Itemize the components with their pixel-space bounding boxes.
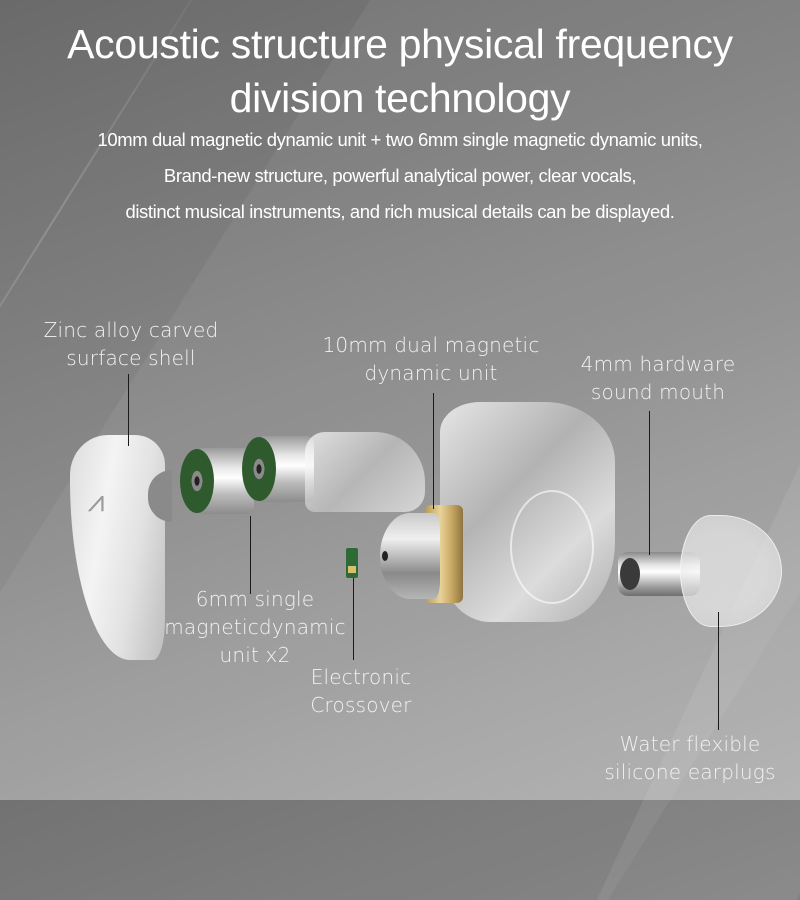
leader-eartips: [718, 612, 719, 730]
callout-eartips-line-1: Water flexible: [619, 732, 761, 756]
callout-dual-driver-line-2: dynamic unit: [364, 361, 498, 385]
description-line-1: 10mm dual magnetic dynamic unit + two 6m…: [97, 129, 703, 150]
callout-sound-mouth-line-1: 4mm hardware: [580, 352, 736, 376]
callout-single-driver-line-3: unit x2: [219, 643, 291, 667]
callout-eartips-line-2: silicone earplugs: [604, 760, 776, 784]
callout-crossover: Electronic Crossover: [296, 663, 426, 719]
callout-crossover-line-1: Electronic: [310, 665, 412, 689]
callout-shell: Zinc alloy carved surface shell: [36, 316, 226, 372]
callout-dual-driver: 10mm dual magnetic dynamic unit: [306, 331, 556, 387]
description-line-2: Brand-new structure, powerful analytical…: [163, 165, 637, 186]
callout-single-driver-line-1: 6mm single: [195, 587, 315, 611]
callout-single-driver: 6mm single magneticdynamic unit x2: [150, 585, 360, 669]
brand-logo-icon: ⩘: [87, 484, 105, 519]
dual-magnetic-driver-cone: [380, 513, 440, 599]
crossover-pcb: [346, 548, 358, 578]
driver-vent-hole: [382, 551, 388, 561]
callout-crossover-line-2: Crossover: [310, 693, 412, 717]
small-driver-1-face: [180, 449, 214, 513]
leader-sound-mouth: [649, 411, 650, 555]
crossover-chip: [348, 566, 356, 573]
callout-sound-mouth-line-2: sound mouth: [590, 380, 726, 404]
headline-line-1: Acoustic structure physical frequency: [67, 21, 733, 67]
translucent-inner-cavity: [305, 432, 425, 512]
sound-nozzle-bore: [620, 558, 640, 590]
callout-shell-line-1: Zinc alloy carved: [43, 318, 219, 342]
leader-dual-driver: [433, 393, 434, 509]
callout-sound-mouth: 4mm hardware sound mouth: [568, 350, 748, 406]
leader-shell: [128, 374, 129, 446]
small-driver-2-face: [242, 437, 276, 501]
callout-single-driver-line-2: magneticdynamic: [164, 615, 346, 639]
leader-crossover: [353, 578, 354, 660]
resin-body-inner-detail: [510, 490, 594, 604]
leader-single-driver: [250, 516, 251, 594]
callout-dual-driver-line-1: 10mm dual magnetic: [322, 333, 540, 357]
callout-shell-line-2: surface shell: [66, 346, 196, 370]
silicone-eartip: [680, 515, 782, 627]
description-line-3: distinct musical instruments, and rich m…: [125, 201, 675, 222]
headline-line-2: division technology: [229, 75, 571, 121]
callout-eartips: Water flexible silicone earplugs: [590, 730, 790, 786]
